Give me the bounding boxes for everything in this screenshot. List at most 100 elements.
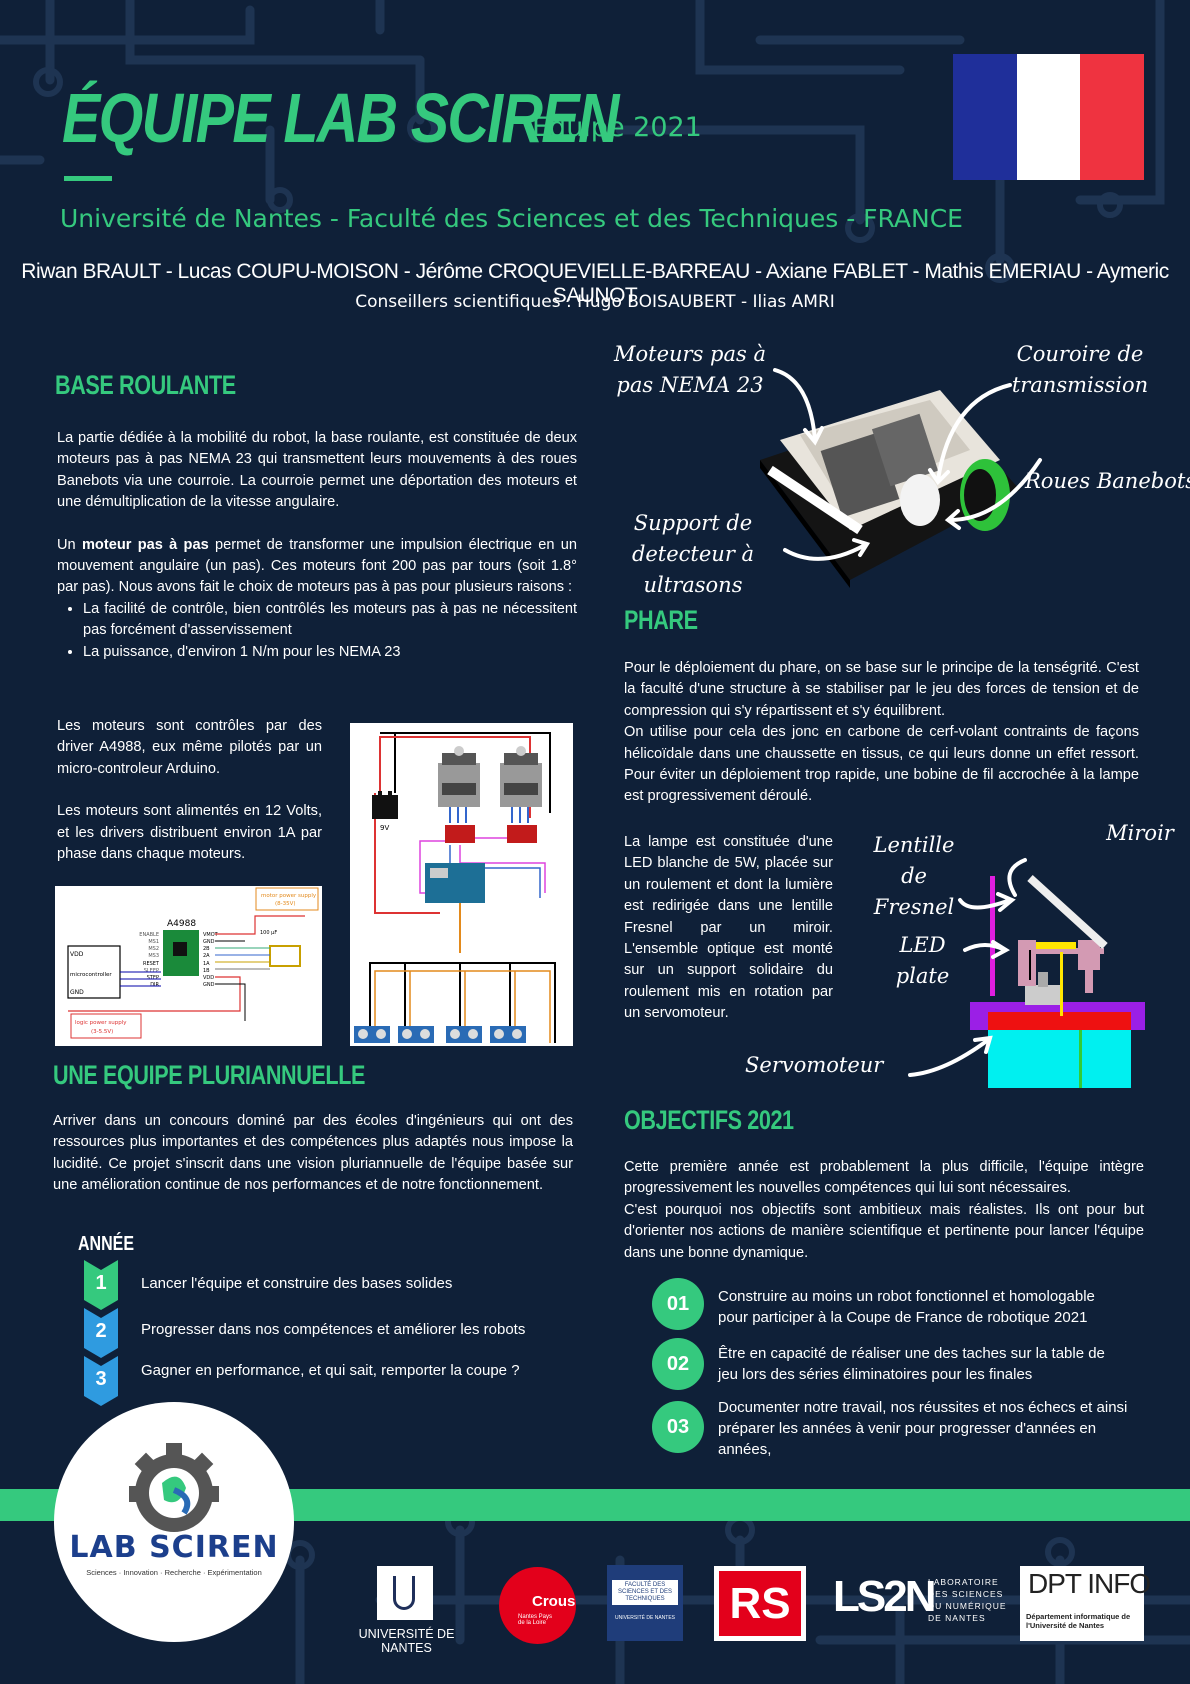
rs-logo: RS: [714, 1566, 806, 1641]
section-title-base-roulante: BASE ROULANTE: [55, 370, 236, 400]
micro-vdd: VDD: [70, 951, 84, 958]
micro-gnd: GND: [70, 989, 84, 996]
svg-text:ENABLE: ENABLE: [139, 932, 159, 938]
svg-text:MS1: MS1: [148, 939, 159, 945]
stepper-motor-icon: [500, 746, 542, 807]
objective-text: Documenter notre travail, nos réussites …: [718, 1399, 1128, 1458]
title-underline: [64, 176, 112, 181]
dpt-info-label: DPT INFO: [1028, 1568, 1151, 1599]
stepper-motor-term: moteur pas à pas: [81, 536, 209, 553]
base-roulante-p1: La partie dédiée à la mobilité du robot,…: [57, 430, 577, 511]
phare-p2: On utilise pour cela des jonc en carbone…: [624, 724, 1139, 805]
svg-text:2B: 2B: [203, 946, 210, 952]
list-item: La puissance, d'environ 1 N/m pour les N…: [83, 642, 577, 663]
year-column-header: ANNÉE: [78, 1233, 135, 1255]
scientific-advisors: Conseillers scientifiques : Hugo BOISAUB…: [355, 292, 835, 312]
objective-number: 03: [652, 1401, 704, 1453]
objectifs-p1: Cette première année est probablement la…: [624, 1159, 1144, 1197]
svg-text:STEP: STEP: [147, 975, 159, 981]
chip-label: A4988: [167, 919, 196, 929]
poster-title: ÉQUIPE LAB SCIREN: [62, 79, 619, 157]
section-title-objectifs: OBJECTIFS 2021: [624, 1105, 794, 1135]
objectifs-p2: C'est pourquoi nos objectifs sont ambiti…: [624, 1201, 1144, 1261]
section-title-equipe: UNE EQUIPE PLURIANNUELLE: [53, 1060, 366, 1090]
svg-text:(3-5.5V): (3-5.5V): [91, 1029, 113, 1035]
svg-text:2A: 2A: [203, 953, 210, 959]
objective-text: Être en capacité de réaliser une des tac…: [718, 1345, 1105, 1383]
phare-p3: La lampe est constituée d'une LED blanch…: [624, 834, 833, 1022]
motor-supply-label: motor power supply: [261, 893, 317, 899]
drivers-text: Les moteurs sont contrôles par des drive…: [57, 716, 322, 865]
driver-board: [445, 825, 475, 843]
label-motors: Moteurs pas à pas NEMA 23: [614, 342, 766, 397]
objective-number: 01: [652, 1278, 704, 1330]
label-servo: Servomoteur: [745, 1053, 884, 1077]
driver-board: [507, 825, 537, 843]
section-title-phare: PHARE: [624, 605, 698, 635]
year-step-text: Lancer l'équipe et construire des bases …: [141, 1275, 453, 1292]
svg-text:MS2: MS2: [148, 946, 159, 952]
fst-sub: UNIVERSITÉ DE NANTES: [614, 1615, 675, 1621]
year-step: 2: [95, 1320, 107, 1342]
university-line: Université de Nantes - Faculté des Scien…: [60, 204, 963, 233]
year-steps-chevrons: [84, 1260, 118, 1406]
objectifs-text: Cette première année est probablement la…: [624, 1157, 1144, 1264]
svg-text:VDD: VDD: [203, 975, 214, 981]
lab-sciren-tagline: Sciences · Innovation · Recherche · Expé…: [86, 1568, 262, 1577]
svg-text:1A: 1A: [203, 961, 210, 967]
lamp-text: La lampe est constituée d'une LED blanch…: [624, 832, 833, 1025]
year-step: 1: [95, 1272, 107, 1294]
base-roulante-p2: Un moteur pas à pas permet de transforme…: [57, 536, 577, 596]
svg-text:MS3: MS3: [148, 953, 159, 959]
year-step-text: Gagner en performance, et qui sait, remp…: [141, 1362, 520, 1379]
micro-label: microcontroller: [70, 972, 112, 978]
drivers-p3: Les moteurs sont contrôles par des drive…: [57, 718, 322, 777]
lamp-illustration: [970, 875, 1145, 1088]
logic-supply-label: logic power supply: [75, 1020, 127, 1026]
battery-icon: [372, 795, 398, 819]
label-mirror: Miroir: [1106, 821, 1174, 845]
lab-sciren-wordmark: LAB SCIREN: [69, 1530, 279, 1565]
label-fresnel-lens: Lentille de Fresnel: [873, 833, 955, 919]
crous-label: Crous: [532, 1593, 576, 1610]
label-led: LED plate: [895, 933, 950, 988]
robot-arrows: [773, 368, 1042, 561]
arduino-wiring-diagram: 9V: [350, 723, 573, 1046]
year-step: 3: [95, 1368, 107, 1390]
label-wheels: Roues Banebots: [1025, 469, 1190, 493]
svg-text:GND: GND: [203, 982, 215, 988]
fst-label: FACULTÉ DES SCIENCES ET DES TECHNIQUES: [612, 1580, 678, 1605]
svg-text:SLEEP: SLEEP: [144, 968, 159, 974]
svg-text:DIR: DIR: [150, 982, 159, 988]
univ-nantes-label: UNIVERSITÉ DE NANTES: [358, 1627, 455, 1655]
svg-text:(8-35V): (8-35V): [275, 901, 296, 907]
svg-text:1B: 1B: [203, 968, 210, 974]
dpt-info-logo: [1020, 1566, 1144, 1641]
list-item: La facilité de contrôle, bien contrôlés …: [83, 599, 577, 642]
objective-number: 02: [652, 1338, 704, 1390]
french-flag: [953, 54, 1145, 180]
rs-label: RS: [719, 1571, 801, 1636]
crous-sub: Nantes Pays de la Loire: [518, 1614, 553, 1626]
univ-nantes-logo: [377, 1566, 433, 1620]
label-ultrasonic-support: Support de detecteur à ultrasons: [631, 511, 755, 597]
cap-label: 100 µF: [260, 930, 277, 936]
stepper-motor-icon: [438, 746, 480, 807]
base-roulante-text: La partie dédiée à la mobilité du robot,…: [57, 428, 577, 663]
team-year: Equipe 2021: [532, 112, 702, 143]
battery-label: 9V: [380, 824, 389, 832]
lamp-arrows: [908, 858, 1027, 1077]
crous-logo: [499, 1567, 576, 1644]
label-belt: Couroire de transmission: [1011, 342, 1149, 397]
gear-icon: [129, 1443, 219, 1532]
ls2n-sub: LABORATOIRE DES SCIENCES DU NUMÉRIQUE DE…: [928, 1577, 1007, 1623]
drivers-p4: Les moteurs sont alimentés en 12 Volts, …: [57, 803, 322, 863]
equipe-text: Arriver dans un concours dominé par des …: [53, 1113, 573, 1194]
phare-text: Pour le déploiement du phare, on se base…: [624, 658, 1139, 808]
team-members: Riwan BRAULT - Lucas COUPU-MOISON - Jérô…: [21, 260, 1169, 307]
svg-text:VMOT: VMOT: [203, 932, 219, 938]
phare-p1: Pour le déploiement du phare, on se base…: [624, 660, 1139, 719]
